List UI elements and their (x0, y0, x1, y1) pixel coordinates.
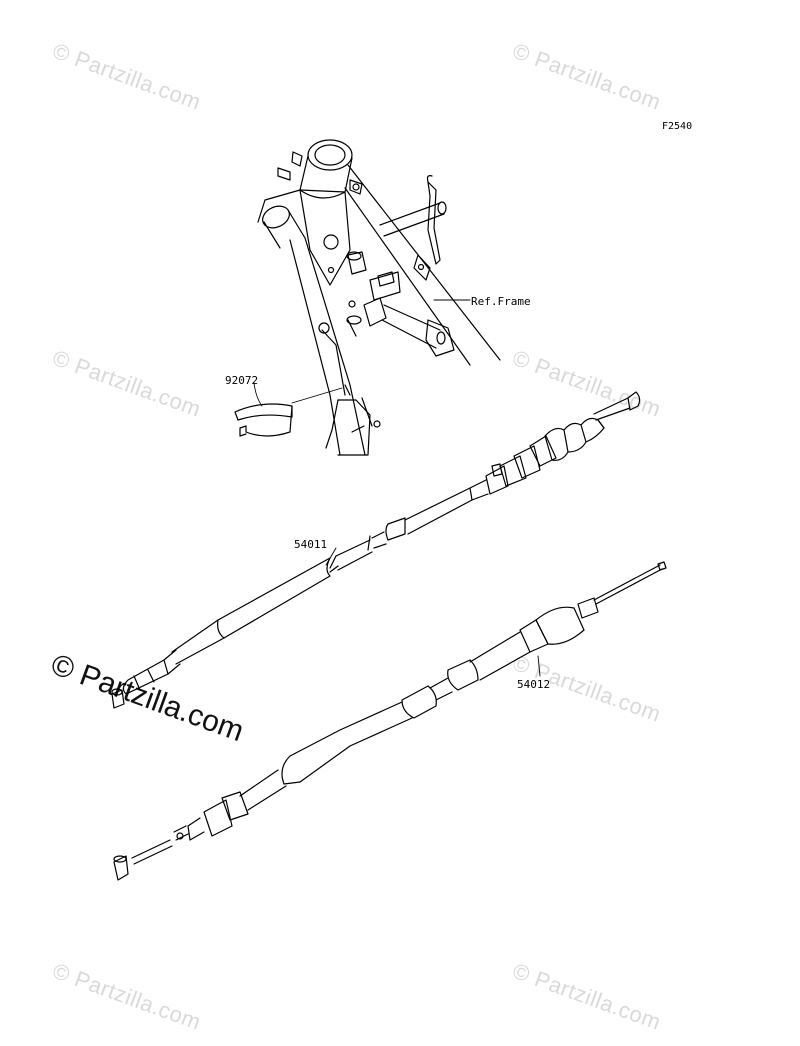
part-label-54011[interactable]: 54011 (294, 538, 328, 551)
cable-54011 (111, 391, 641, 709)
band-clamp-92072 (234, 382, 343, 437)
leader-54012 (537, 655, 541, 677)
leader-54011 (325, 547, 337, 566)
diagram-code: F2540 (662, 121, 693, 132)
part-label-54012[interactable]: 54012 (517, 678, 551, 691)
part-label-92072[interactable]: 92072 (225, 374, 259, 387)
frame-drawing (257, 139, 501, 456)
ref-frame-label: Ref.Frame (471, 295, 531, 308)
cable-54012 (113, 561, 667, 881)
